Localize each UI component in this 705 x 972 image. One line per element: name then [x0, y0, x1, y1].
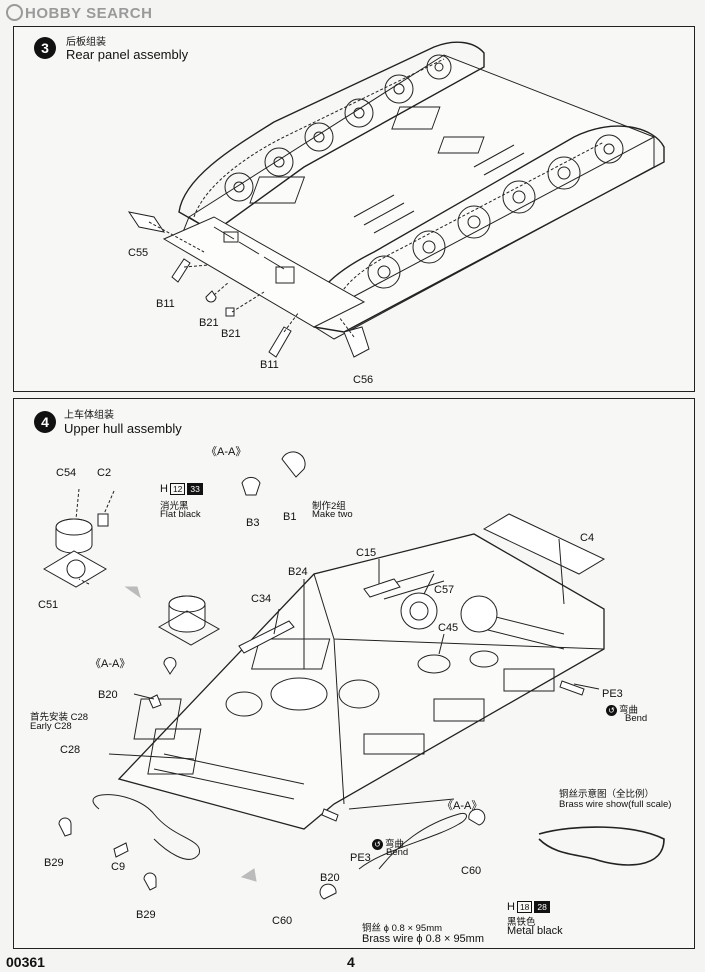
paint-code-2: 33	[187, 483, 203, 495]
paint-code-1: 12	[169, 483, 186, 495]
step-title-en: Rear panel assembly	[66, 47, 189, 62]
hobby-search-logo-icon	[6, 4, 23, 21]
step-4-panel: 4 上车体组装 Upper hull assembly	[13, 398, 695, 949]
brass-show-cn: 铜丝示意图（全比例）	[559, 789, 655, 800]
bend-note-en: Bend	[386, 847, 409, 858]
part-c51: C51	[38, 599, 59, 611]
step-number: 3	[34, 37, 56, 59]
part-b3: B3	[246, 517, 260, 529]
bend-note-cn: ↺弯曲	[606, 702, 638, 716]
section-label: 《A-A》	[90, 658, 131, 670]
wire-spec-en: Brass wire ϕ 0.8 × 95mm	[362, 933, 485, 945]
paint-name-cn: 消光黑	[160, 501, 189, 512]
make-two-en: Make two	[312, 509, 353, 520]
part-c54: C54	[56, 467, 77, 479]
part-b24: B24	[288, 566, 308, 578]
rear-panel-drawing	[127, 41, 665, 358]
part-c45: C45	[438, 622, 459, 634]
part-c9: C9	[111, 861, 126, 873]
step-number: 4	[34, 411, 56, 433]
part-c55: C55	[128, 247, 149, 259]
bend-note-en: Bend	[625, 713, 648, 724]
watermark: HOBBY SEARCH	[6, 4, 152, 22]
make-two-cn: 制作2组	[312, 501, 346, 512]
paint-code-1: 18	[516, 901, 533, 913]
part-b21: B21	[199, 317, 219, 329]
part-b20: B20	[98, 689, 118, 701]
early-note-cn: 首先安装 C28	[30, 712, 89, 723]
paint-code-2: 28	[534, 901, 550, 913]
step-title-en: Upper hull assembly	[64, 421, 182, 436]
upper-hull-drawing	[43, 451, 665, 900]
part-c60: C60	[461, 865, 482, 877]
paint-letter: H	[507, 901, 515, 913]
part-b29: B29	[136, 909, 156, 921]
watermark-text: HOBBY SEARCH	[25, 5, 153, 22]
bend-icon: ↺	[372, 838, 383, 850]
bend-icon: ↺	[606, 704, 617, 716]
paint-name-en: Metal black	[507, 925, 563, 937]
part-c28: C28	[60, 744, 81, 756]
part-c56: C56	[353, 374, 374, 386]
early-note-en: Early C28	[30, 721, 72, 732]
part-b29: B29	[44, 857, 64, 869]
paint-letter: H	[160, 483, 168, 495]
part-c4: C4	[580, 532, 595, 544]
part-b21: B21	[221, 328, 241, 340]
part-c2: C2	[97, 467, 112, 479]
part-pe3: PE3	[602, 688, 623, 700]
kit-code: 00361	[6, 954, 45, 970]
part-b11: B11	[156, 298, 175, 310]
paint-name-en: Flat black	[160, 509, 201, 520]
part-pe3: PE3	[350, 852, 371, 864]
step-title-cn: 上车体组装	[64, 410, 114, 421]
part-b20: B20	[320, 872, 340, 884]
paint-name-cn: 黑铁色	[507, 917, 536, 928]
page-number: 4	[347, 954, 355, 970]
part-c34: C34	[251, 593, 272, 605]
bend-note-cn: ↺弯曲	[372, 836, 404, 850]
part-c15: C15	[356, 547, 377, 559]
brass-show-en: Brass wire show(full scale)	[559, 799, 672, 810]
wire-spec-cn: 铜丝 ϕ 0.8 × 95mm	[362, 923, 443, 934]
step-3-panel: 3 后板组装 Rear panel assembly	[13, 26, 695, 392]
step-title-cn: 后板组装	[66, 37, 106, 48]
part-b11: B11	[260, 359, 279, 371]
section-label: 《A-A》	[442, 800, 483, 812]
section-label: 《A-A》	[206, 446, 247, 458]
part-c57: C57	[434, 584, 455, 596]
part-b1: B1	[283, 511, 297, 523]
part-c60: C60	[272, 915, 293, 927]
